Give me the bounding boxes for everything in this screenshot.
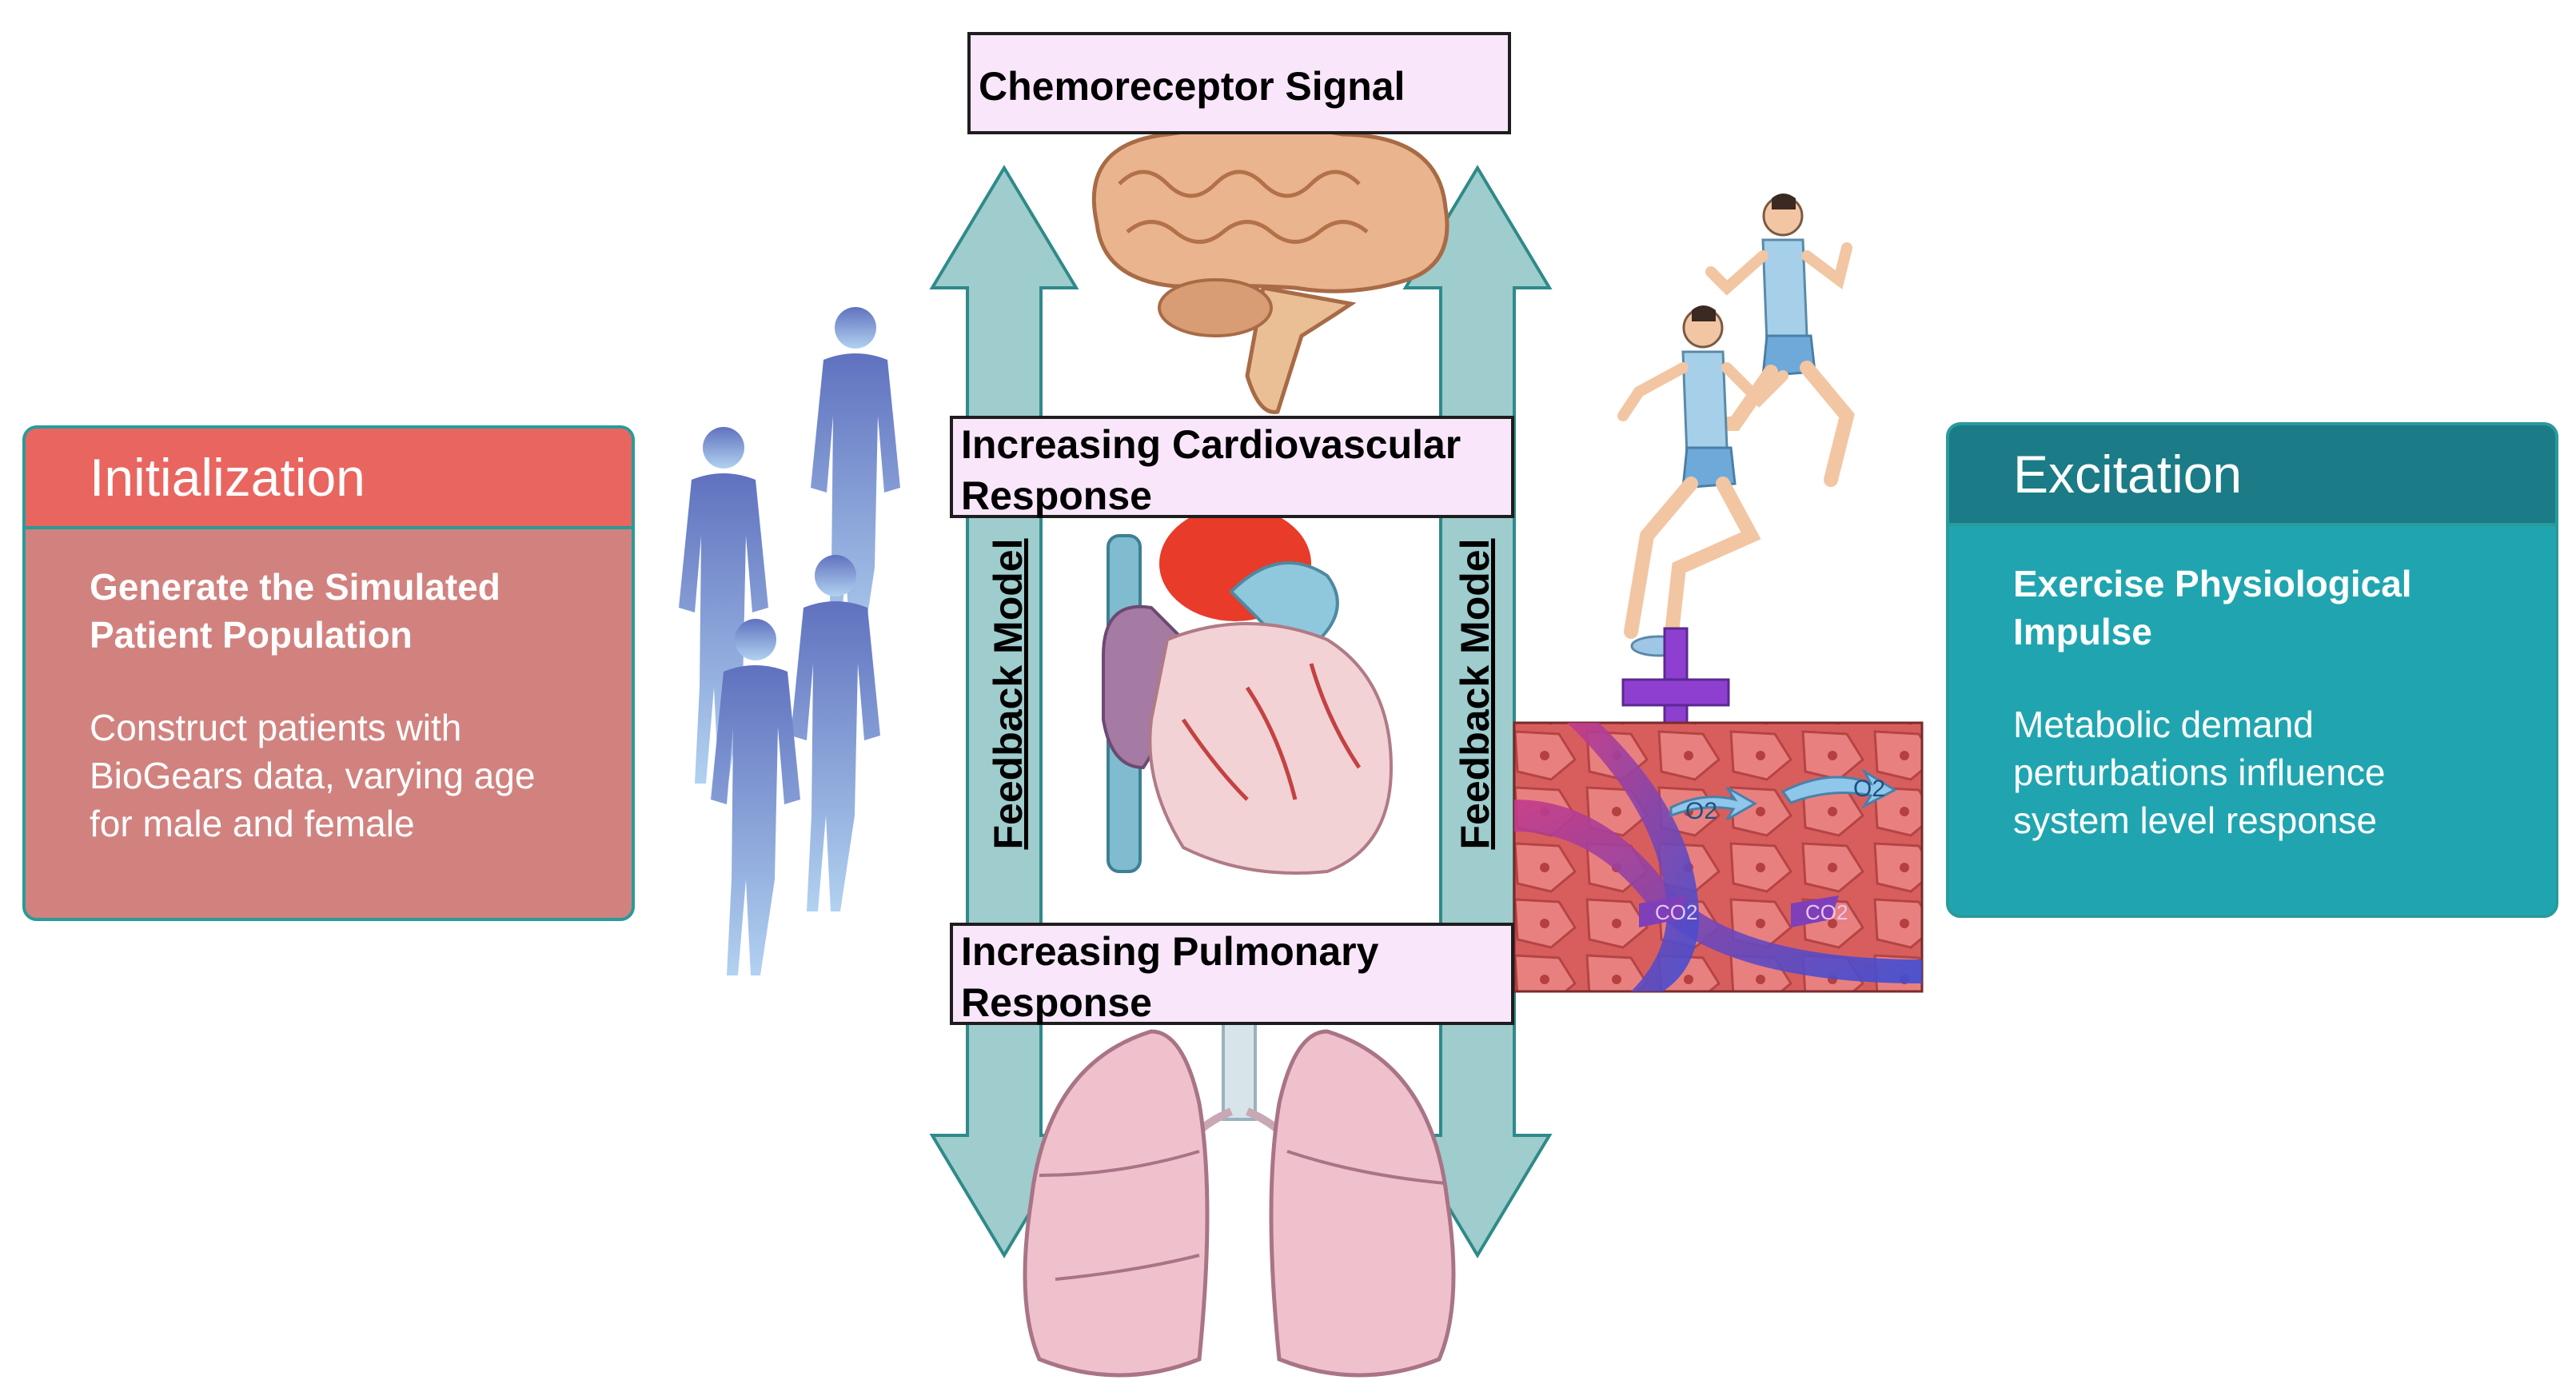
co2-label: CO2	[1655, 900, 1698, 924]
brain-icon	[1091, 125, 1449, 414]
excitation-card: Excitation Exercise Physiological Impuls…	[1946, 422, 2558, 918]
excitation-title: Excitation	[1949, 425, 2555, 526]
initialization-title: Initialization	[26, 429, 632, 529]
initialization-subtitle: Generate the Simulated Patient Populatio…	[90, 566, 500, 656]
feedback-model-label-left: Feedback Model	[986, 538, 1031, 850]
co2-label: CO2	[1805, 900, 1848, 924]
initialization-description: Construct patients with BioGears data, v…	[90, 707, 536, 844]
cardiovascular-response-label: Increasing Cardiovascular Response	[950, 416, 1514, 518]
runners-icon	[1617, 193, 1855, 657]
pulmonary-response-label: Increasing Pulmonary Response	[950, 923, 1514, 1025]
feedback-model-label-right: Feedback Model	[1453, 538, 1497, 850]
o2-label: O2	[1853, 776, 1886, 802]
o2-label: O2	[1685, 798, 1718, 824]
excitation-description: Metabolic demand perturbations influence…	[2013, 704, 2386, 841]
excitation-subtitle: Exercise Physiological Impulse	[2013, 563, 2412, 652]
lungs-icon	[1023, 1014, 1456, 1378]
human-figures-icon	[679, 307, 900, 975]
chemoreceptor-signal-label: Chemoreceptor Signal	[967, 32, 1511, 134]
muscle-tissue-icon	[1513, 721, 1924, 993]
initialization-card: Initialization Generate the Simulated Pa…	[22, 425, 635, 921]
heart-icon	[1102, 506, 1394, 875]
